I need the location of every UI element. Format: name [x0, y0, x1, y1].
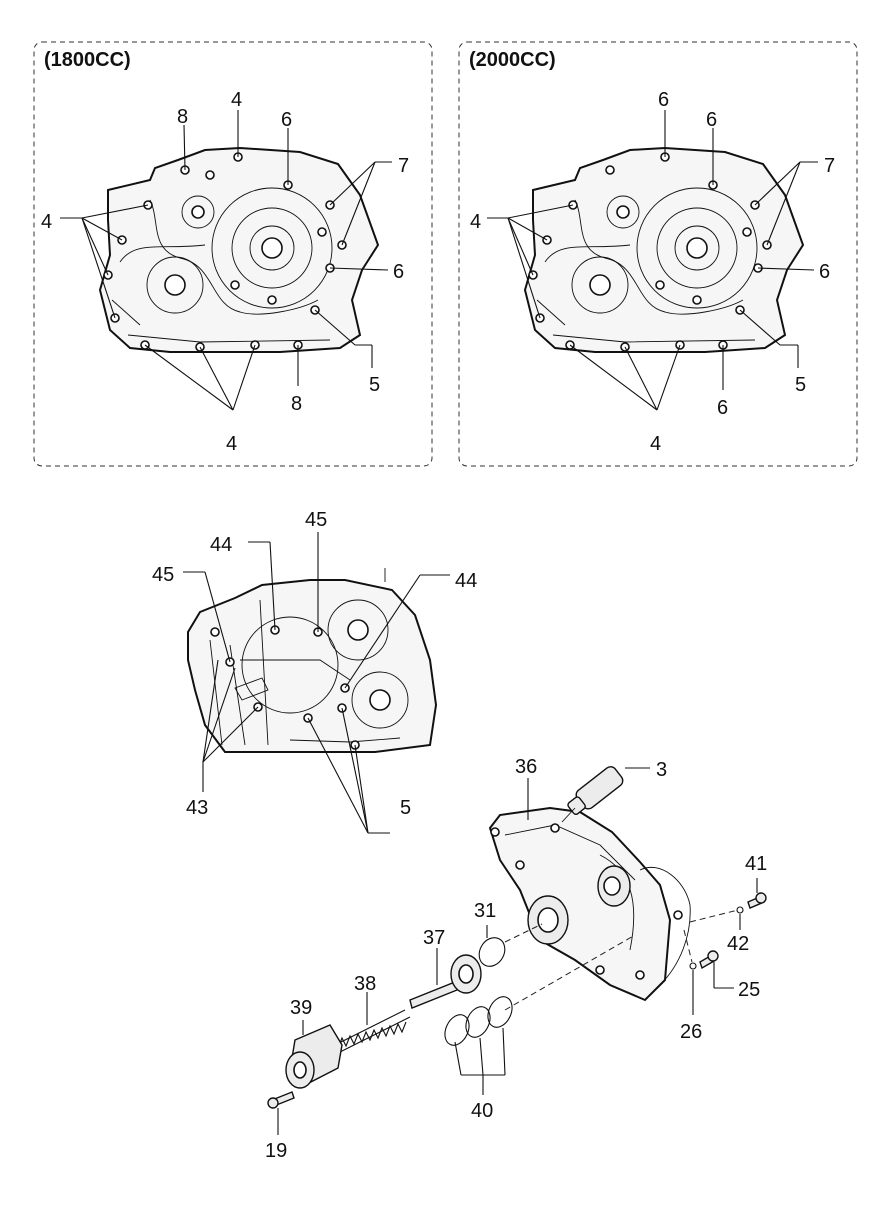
callout-p4-19: 19 — [265, 1140, 287, 1162]
leader-lines-1800cc — [60, 110, 392, 411]
washer-42 — [736, 906, 744, 914]
callout-p3-44b: 44 — [455, 570, 477, 592]
spring-38 — [334, 1009, 411, 1053]
rear-cover-assembly: 36 3 41 31 42 37 25 38 39 26 40 19 — [265, 756, 767, 1162]
transaxle-case-2000cc — [523, 146, 805, 353]
accumulator-cover-39 — [285, 1024, 343, 1089]
callout-p3-5: 5 — [400, 797, 411, 819]
panel-1800cc: (1800CC) — [33, 41, 433, 467]
rear-cover-36 — [488, 806, 672, 1002]
callout-p1-7: 7 — [398, 155, 409, 177]
callout-p1-6b: 6 — [393, 261, 404, 283]
callout-p4-3: 3 — [656, 759, 667, 781]
panel-1800cc-frame — [33, 41, 433, 467]
callout-p2-6d: 6 — [717, 397, 728, 419]
callout-p4-39: 39 — [290, 997, 312, 1019]
bolt-19 — [267, 1091, 295, 1109]
leader-lines-2000cc — [487, 110, 818, 411]
callouts-1800cc: 4 8 6 7 4 6 5 8 4 — [41, 89, 409, 455]
callout-p4-37: 37 — [423, 927, 445, 949]
callout-p1-6a: 6 — [281, 109, 292, 131]
piston-37 — [409, 954, 482, 1009]
leader-lines-reverse — [183, 532, 450, 834]
seal-rings-40 — [444, 996, 513, 1046]
panel-2000cc: (2000CC) — [458, 41, 858, 467]
callout-p4-40: 40 — [471, 1100, 493, 1122]
callout-p1-8a: 8 — [177, 106, 188, 128]
panel-2000cc-title: (2000CC) — [469, 49, 556, 71]
callout-p4-31: 31 — [474, 900, 496, 922]
panel-2000cc-frame — [458, 41, 858, 467]
callout-p1-8b: 8 — [291, 393, 302, 415]
transaxle-case-1800cc — [98, 146, 380, 353]
callout-p1-4a: 4 — [231, 89, 242, 111]
panel-1800cc-title: (1800CC) — [44, 49, 131, 71]
callout-p2-6a: 6 — [658, 89, 669, 111]
callout-p4-41: 41 — [745, 853, 767, 875]
callouts-reverse: 45 44 45 44 43 5 — [152, 509, 477, 819]
callout-p1-5: 5 — [369, 374, 380, 396]
bolt-holes-cover — [490, 823, 683, 980]
bolt-25 — [699, 950, 719, 970]
callout-p1-4c: 4 — [226, 433, 237, 455]
callout-p2-7: 7 — [824, 155, 835, 177]
vent-plug-3 — [567, 766, 624, 815]
callout-p4-36: 36 — [515, 756, 537, 778]
leader-lines-cover — [277, 767, 758, 1135]
callout-p3-43: 43 — [186, 797, 208, 819]
callout-p3-45b: 45 — [152, 564, 174, 586]
callout-p2-4a: 4 — [470, 211, 481, 233]
callouts-cover: 36 3 41 31 42 37 25 38 39 26 40 19 — [265, 756, 767, 1162]
callout-p4-38: 38 — [354, 973, 376, 995]
callout-p2-6c: 6 — [819, 261, 830, 283]
callout-p1-4b: 4 — [41, 211, 52, 233]
callout-p3-44a: 44 — [210, 534, 232, 556]
washer-26 — [689, 962, 697, 970]
callout-p3-45a: 45 — [305, 509, 327, 531]
callout-p2-6b: 6 — [706, 109, 717, 131]
bolt-41 — [747, 892, 767, 909]
callout-p4-26: 26 — [680, 1021, 702, 1043]
callouts-2000cc: 6 6 7 4 6 5 6 4 — [470, 89, 835, 455]
callout-p2-4b: 4 — [650, 433, 661, 455]
callout-p4-42: 42 — [727, 933, 749, 955]
o-ring-31 — [478, 937, 506, 967]
transaxle-case-reverse: 45 44 45 44 43 5 — [152, 509, 477, 834]
bolt-holes-2000cc — [528, 152, 772, 352]
callout-p4-25: 25 — [738, 979, 760, 1001]
callout-p2-5: 5 — [795, 374, 806, 396]
